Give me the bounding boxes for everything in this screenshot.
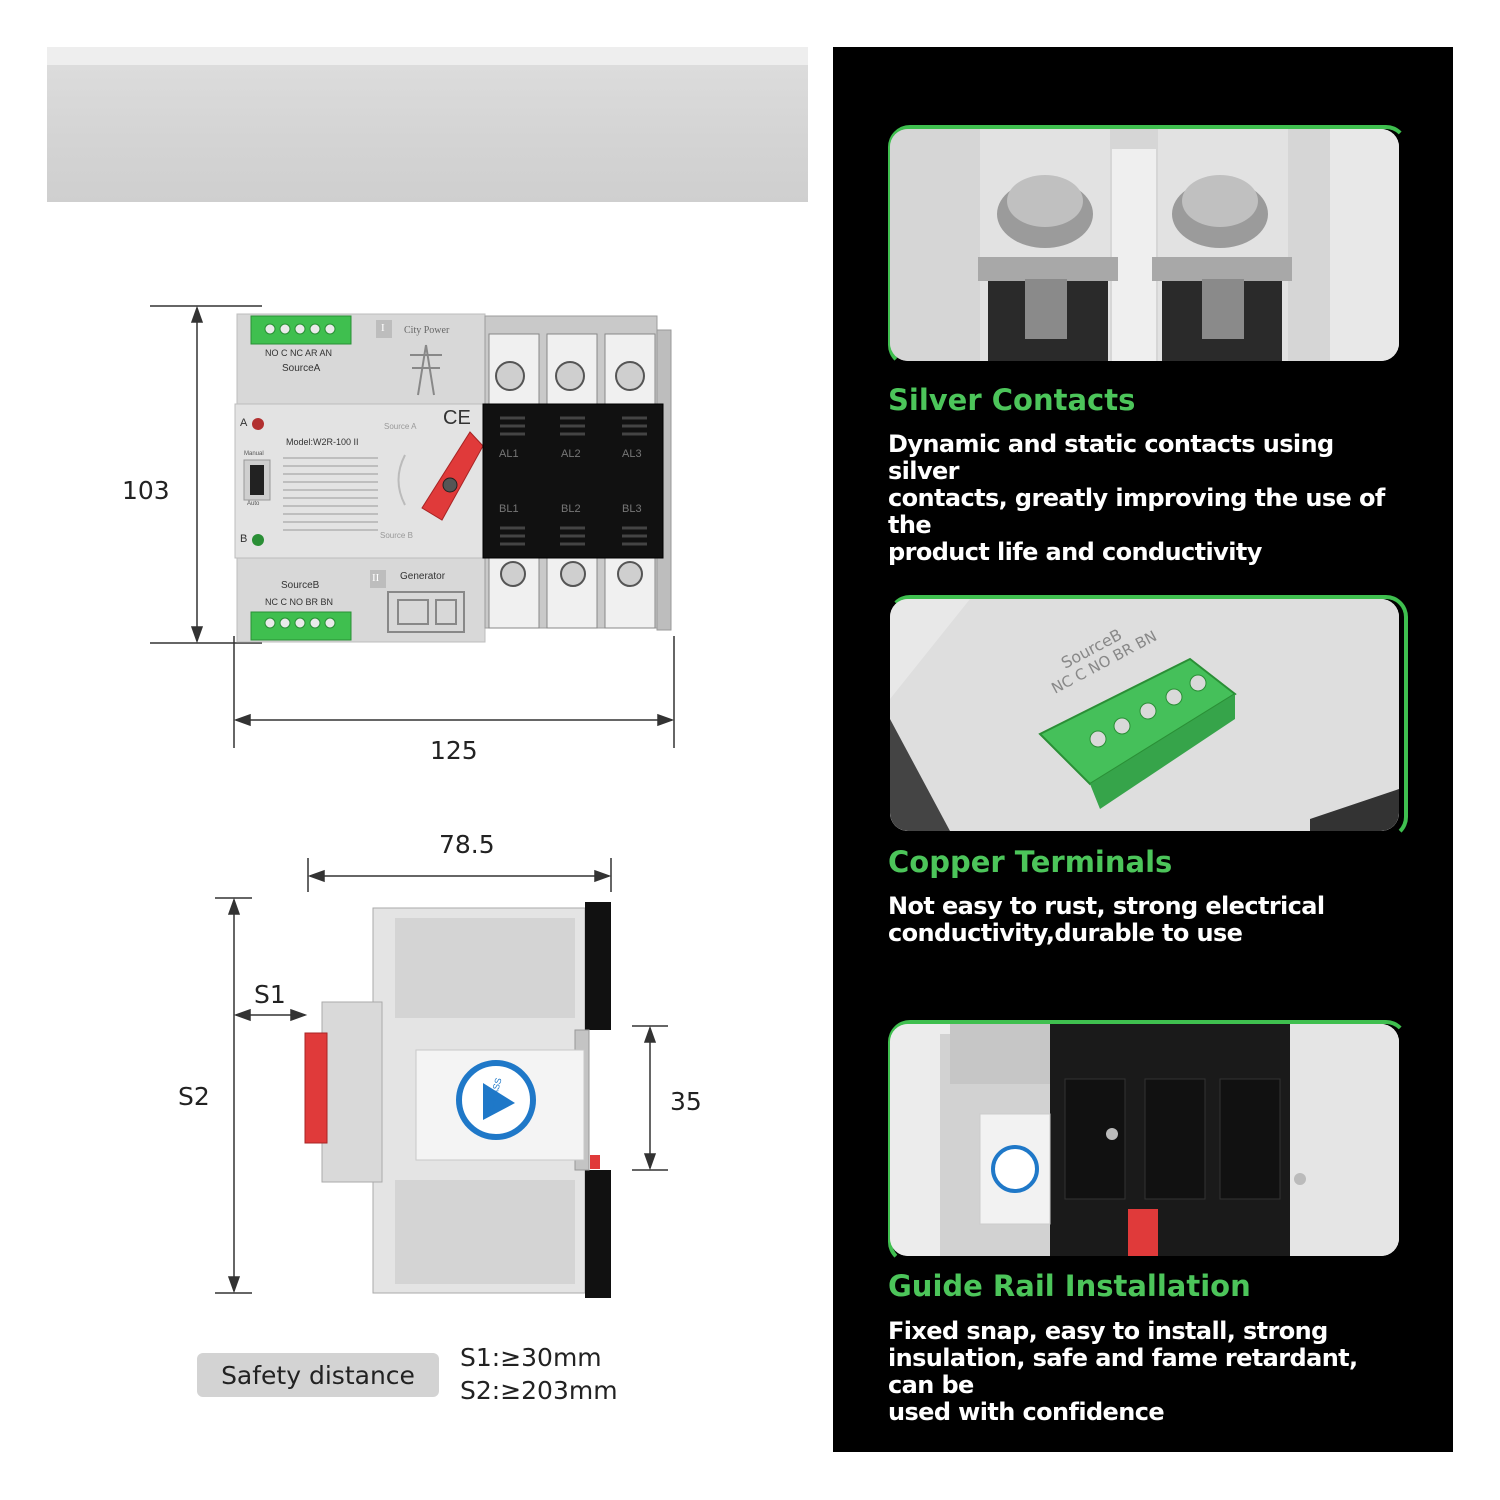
roman-one: I [381, 322, 385, 334]
s1-value: S1:≥30mm [460, 1343, 602, 1372]
pole-label-bl3: BL3 [622, 503, 642, 515]
source-a-label: SourceA [282, 363, 321, 374]
dim-s1-label: S1 [254, 980, 286, 1009]
copper-terminals-illustration: SourceB NC C NO BR BN [890, 599, 1399, 831]
generator-label: Generator [400, 571, 446, 582]
feature-desc-line: Not easy to rust, strong electrical [888, 892, 1325, 920]
guide-rail-photo [890, 1024, 1399, 1256]
dimension-drawings [150, 305, 675, 1298]
guide-rail-illustration [890, 1024, 1399, 1256]
feature-desc-line: contacts, greatly improving the use of t… [888, 484, 1385, 539]
side-dimension-lines [215, 858, 668, 1294]
ce-mark: CE [443, 407, 471, 429]
feature-desc-silver: Dynamic and static contacts using silver… [888, 431, 1408, 566]
source-a-terminals: NO C NC AR AN [265, 348, 333, 358]
auto-label: Auto [247, 501, 260, 507]
dim-s2-label: S2 [178, 1082, 210, 1111]
front-view-device [234, 313, 672, 643]
feature-desc-line: product life and conductivity [888, 538, 1262, 566]
feature-title-silver: Silver Contacts [888, 383, 1136, 417]
pole-label-al1: AL1 [499, 448, 519, 460]
dim-width-label: 125 [430, 736, 478, 765]
photo-frame-copper [888, 595, 1408, 839]
dim-height-label: 103 [122, 476, 170, 505]
city-power-label: City Power [404, 325, 450, 336]
copper-terminals-photo: SourceB NC C NO BR BN [890, 599, 1399, 831]
banner-highlight [47, 47, 808, 65]
feature-desc-line: insulation, safe and fame retardant, can… [888, 1344, 1358, 1399]
feature-title-rail: Guide Rail Installation [888, 1269, 1251, 1303]
features-panel: Silver Contacts Dynamic and static conta… [833, 47, 1453, 1452]
manual-label: Manual [244, 451, 264, 457]
safety-distance-pill: Safety distance [197, 1353, 439, 1397]
model-label: Model:W2R-100 II [286, 437, 359, 447]
dim-rail-label: 35 [670, 1087, 702, 1116]
s2-value: S2:≥203mm [460, 1376, 618, 1405]
feature-desc-rail: Fixed snap, easy to install, strong insu… [888, 1318, 1408, 1426]
indicator-b: B [240, 533, 248, 545]
feature-desc-line: Dynamic and static contacts using silver [888, 430, 1334, 485]
front-dimension-lines [150, 305, 675, 748]
silver-contacts-photo [890, 129, 1399, 361]
pole-label-al2: AL2 [561, 448, 581, 460]
feature-desc-line: conductivity,durable to use [888, 919, 1243, 947]
pole-label-bl2: BL2 [561, 503, 581, 515]
feature-desc-line: used with confidence [888, 1398, 1165, 1426]
source-b-label: SourceB [281, 580, 320, 591]
top-banner [47, 47, 808, 202]
indicator-a: A [240, 417, 248, 429]
roman-two: II [372, 572, 380, 584]
feature-title-copper: Copper Terminals [888, 845, 1173, 879]
pole-label-al3: AL3 [622, 448, 642, 460]
feature-desc-line: Fixed snap, easy to install, strong [888, 1317, 1328, 1345]
feature-desc-copper: Not easy to rust, strong electrical cond… [888, 893, 1408, 947]
source-b-mark: Source B [380, 531, 413, 540]
pole-label-bl1: BL1 [499, 503, 519, 515]
silver-contacts-illustration [890, 129, 1399, 361]
dim-depth-label: 78.5 [439, 830, 495, 859]
source-b-terminals: NC C NO BR BN [265, 597, 334, 607]
side-view-device [304, 902, 611, 1298]
source-a-mark: Source A [384, 422, 417, 431]
